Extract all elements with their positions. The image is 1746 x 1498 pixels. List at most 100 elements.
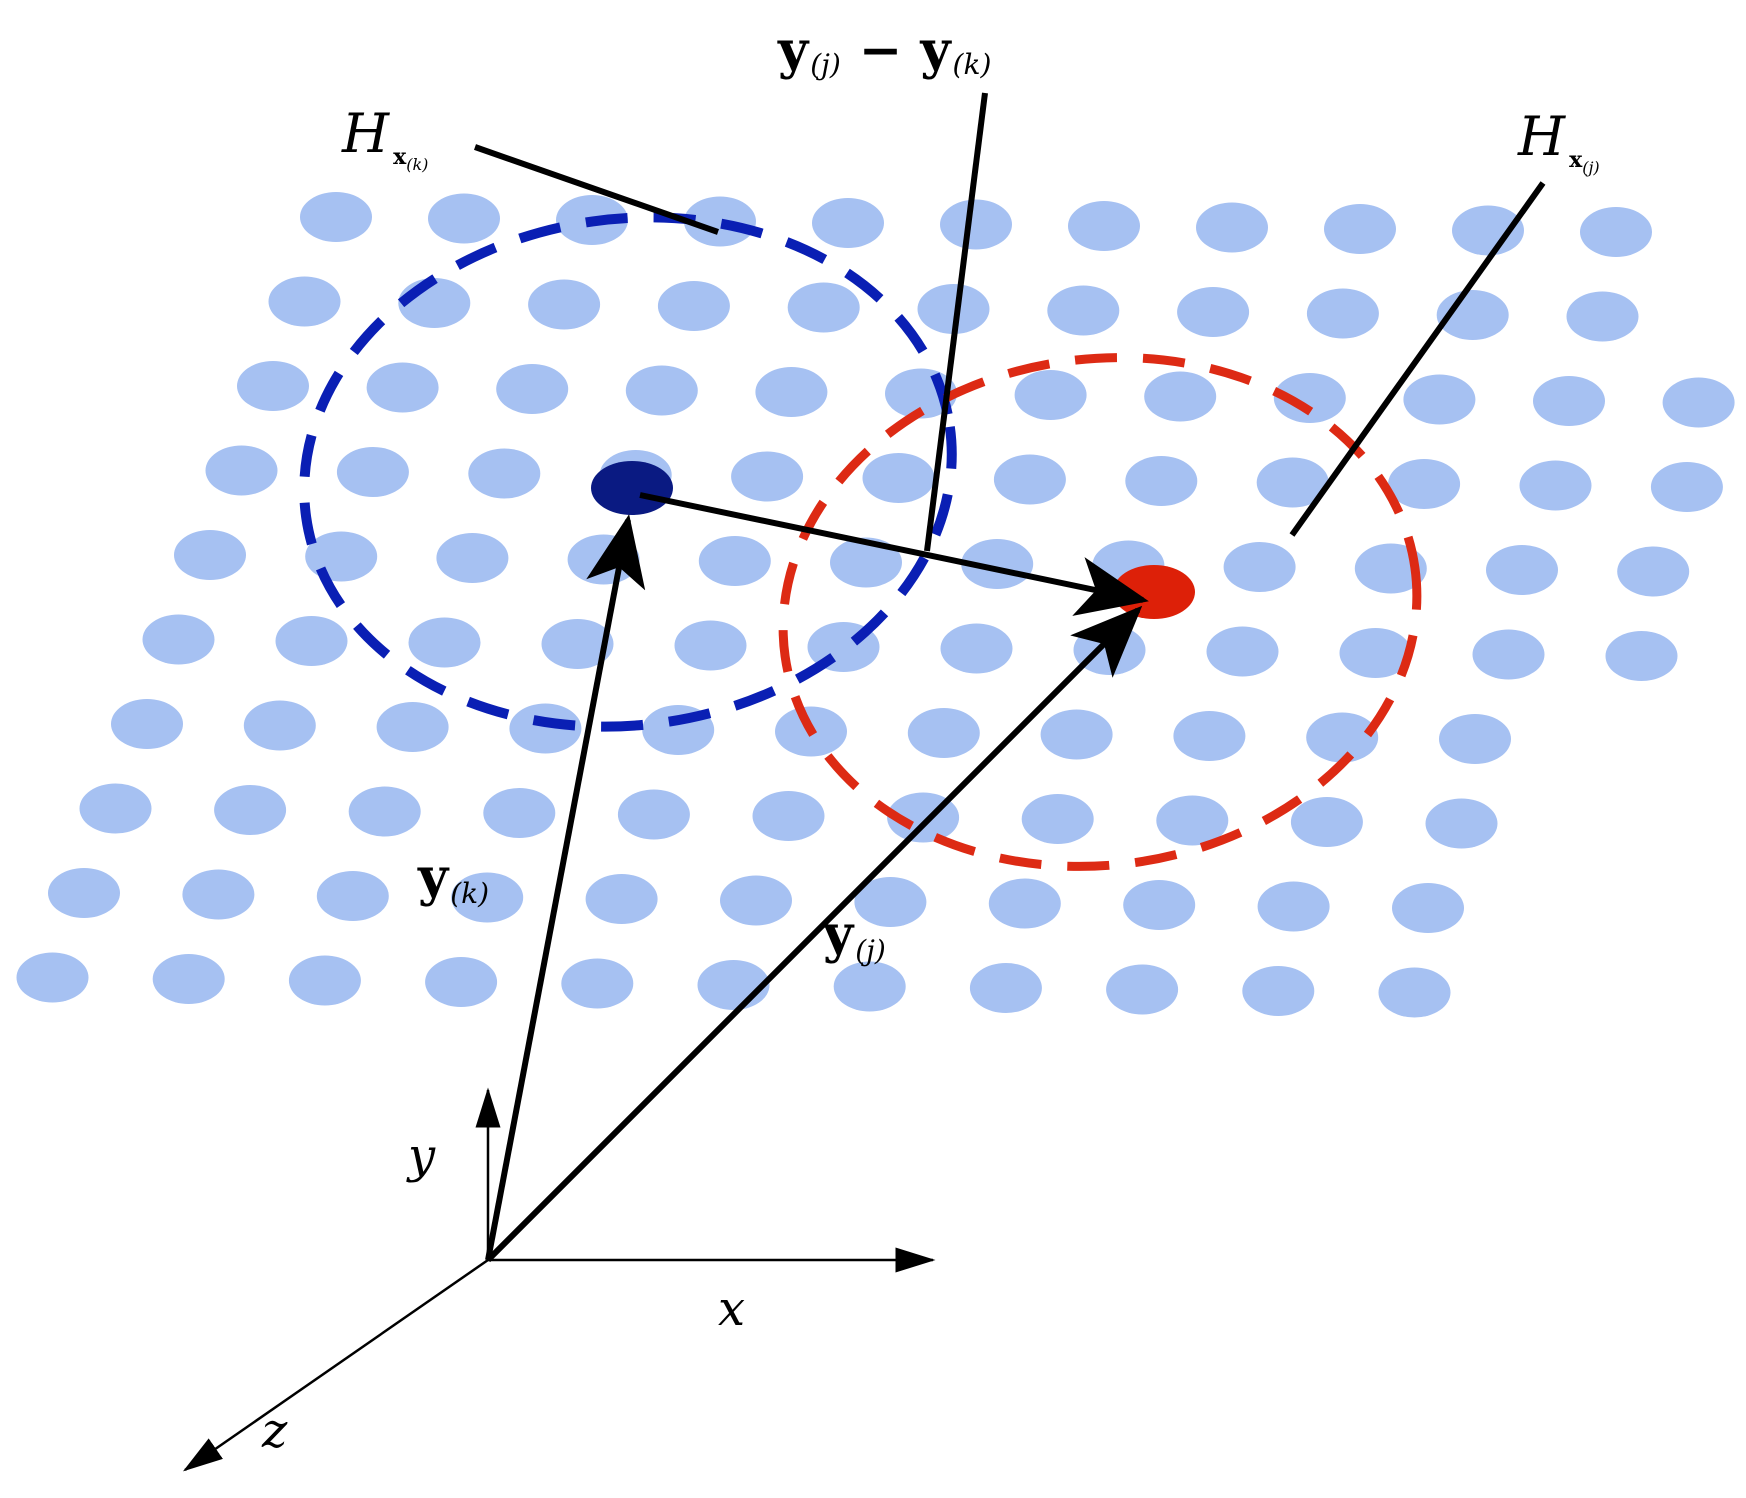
lattice-dot <box>1242 966 1315 1016</box>
lattice-dot <box>1290 797 1363 847</box>
lattice-dot <box>617 789 690 840</box>
lattice-dot <box>496 364 569 414</box>
lattice-dot <box>214 785 287 835</box>
lattice-dot <box>428 193 500 244</box>
lattice-dot <box>436 533 509 583</box>
label-diff: y(j)−y(k) <box>777 20 991 81</box>
lattice-dot <box>1650 462 1723 512</box>
lattice-dot <box>1566 291 1639 342</box>
axis-z-line <box>182 1258 489 1472</box>
vector-yj-minus-yk <box>639 492 1149 616</box>
lattice-dot <box>1403 374 1476 425</box>
lattice-dot <box>1256 457 1329 508</box>
lattice-dot <box>787 282 860 333</box>
lattice-dot <box>288 955 361 1006</box>
lattice-dot <box>1040 709 1113 760</box>
lattice-dot <box>182 869 255 920</box>
lattice-dot <box>561 958 634 1009</box>
lattice-dot <box>1068 201 1140 251</box>
lattice-dot <box>1144 371 1217 422</box>
lattice-dot <box>720 875 792 926</box>
lattice-dot <box>300 192 372 242</box>
lattice-dot <box>425 957 498 1007</box>
lattice-dot <box>305 531 378 582</box>
lattice-dot <box>1472 629 1545 680</box>
lattice-dot <box>1273 373 1346 423</box>
lattice-dot <box>698 536 771 586</box>
lattice-dot <box>830 537 902 588</box>
lattice-dot <box>567 534 640 585</box>
lattice-dot <box>243 700 316 751</box>
lattice-dot <box>752 791 825 841</box>
lattice-dot <box>961 539 1034 589</box>
lattice-dot <box>1392 883 1464 933</box>
lattice-dot <box>316 871 389 921</box>
lattice-dot <box>1173 711 1246 761</box>
lattice-dot <box>1580 207 1652 257</box>
lattice-dot <box>1662 377 1735 428</box>
neighborhood-circle-j <box>778 353 1422 871</box>
neighborhood-circle-k <box>299 212 957 732</box>
lattice-dot <box>907 708 980 758</box>
lattice-dot <box>79 783 152 834</box>
lattice-dot <box>528 279 601 330</box>
axis-x-label: x <box>718 1281 745 1337</box>
lattice-dot <box>48 868 120 918</box>
lattice-dot <box>275 616 348 666</box>
label-yk: y(k) <box>417 847 489 910</box>
lattice-dot <box>731 451 804 502</box>
lattice-dot <box>268 276 341 327</box>
point-k <box>591 461 673 515</box>
lattice-dot <box>1452 205 1524 256</box>
lattice-dot <box>1196 202 1268 253</box>
lattice-dot <box>854 877 927 927</box>
lattice-dot <box>657 281 730 331</box>
lattice-dot <box>1206 626 1279 677</box>
lattice-dot <box>940 199 1012 250</box>
axis-z-label: z <box>261 1403 288 1459</box>
lattice-dot <box>674 620 747 671</box>
lattice-dot <box>483 788 556 838</box>
lattice-dot <box>1125 456 1198 506</box>
lattice-dot <box>1156 795 1229 846</box>
lattice-dot <box>940 623 1013 674</box>
lattice-dot <box>755 367 828 417</box>
lattice-dot <box>1425 798 1498 849</box>
lattice-dot <box>366 362 439 413</box>
lattice-dot <box>625 365 698 416</box>
lattice-dot <box>541 619 614 669</box>
leader-hk <box>474 144 719 235</box>
lattice-dot <box>812 198 884 248</box>
leader-hj <box>1289 181 1546 537</box>
lattice-dot <box>1378 967 1451 1018</box>
lattice-dot <box>833 961 906 1012</box>
vector-yk <box>485 514 646 1261</box>
lattice-dot <box>468 448 541 499</box>
lattice-dot <box>1533 376 1605 426</box>
lattice-dot <box>1339 628 1412 678</box>
lattice-dot <box>585 874 658 924</box>
label-yj: y(j) <box>822 904 886 967</box>
lattice-dot <box>917 284 990 334</box>
lattice-dot <box>16 952 89 1003</box>
axis-y-label: y <box>406 1128 436 1184</box>
lattice-dot <box>684 196 756 247</box>
lattice-dot <box>111 699 183 749</box>
lattice-dot <box>697 960 770 1010</box>
lattice-dot <box>509 703 582 754</box>
lattice-dot <box>451 872 524 923</box>
lattice-dot <box>1617 546 1690 597</box>
lattice-dot <box>1486 545 1558 595</box>
lattice-dot <box>1106 964 1179 1015</box>
lattice-dot <box>1257 881 1330 932</box>
point-j <box>1113 565 1195 619</box>
lattice-dot <box>348 786 421 837</box>
lattice-dot <box>1306 288 1379 339</box>
lattice-dot <box>1519 460 1592 511</box>
lattice-dot <box>336 447 409 497</box>
lattice-dot <box>988 878 1061 929</box>
lattice-dot <box>174 530 246 580</box>
